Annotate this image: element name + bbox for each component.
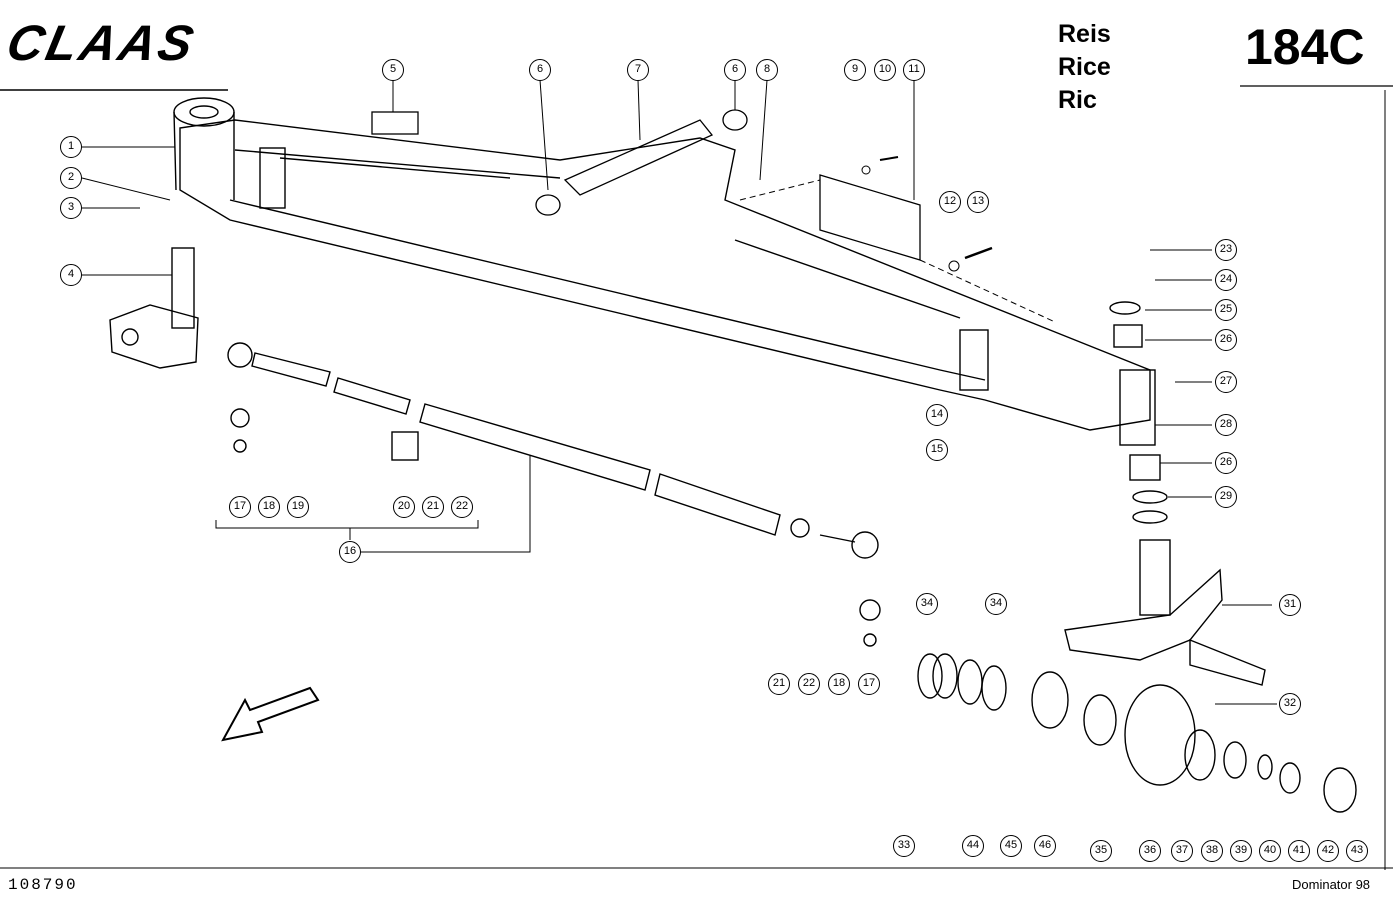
part-callout: 3 [60, 197, 82, 219]
part-callout: 15 [926, 439, 948, 461]
brand-logo: CLAAS [2, 15, 202, 71]
part-callout: 38 [1201, 840, 1223, 862]
part-callout: 1 [60, 136, 82, 158]
mounting-plate-part [819, 174, 921, 261]
part-callout: 25 [1215, 299, 1237, 321]
part-callout: 37 [1171, 840, 1193, 862]
part-callout: 26 [1215, 329, 1237, 351]
part-callout: 45 [1000, 835, 1022, 857]
model-name: Dominator 98 [1292, 877, 1371, 892]
part-callout: 2 [60, 167, 82, 189]
part-callout: 17 [858, 673, 880, 695]
page-code: 184C [1245, 19, 1365, 75]
part-callout: 40 [1259, 840, 1281, 862]
part-callout: 22 [798, 673, 820, 695]
leader-lines [81, 79, 1277, 705]
part-callout: 42 [1317, 840, 1339, 862]
part-callout: 18 [258, 496, 280, 518]
part-callout: 8 [756, 59, 778, 81]
part-callout: 19 [287, 496, 309, 518]
drawing-number: 108790 [8, 876, 78, 894]
part-callout: 6 [529, 59, 551, 81]
axle-beam [179, 119, 1151, 431]
plate-part [371, 111, 419, 135]
part-callout: 28 [1215, 414, 1237, 436]
part-callout: 27 [1215, 371, 1237, 393]
part-callout: 23 [1215, 239, 1237, 261]
part-callout: 24 [1215, 269, 1237, 291]
tie-rod-assembly [227, 342, 881, 647]
part-callout: 4 [60, 264, 82, 286]
part-callout: 29 [1215, 486, 1237, 508]
part-callout: 22 [451, 496, 473, 518]
part-callout: 26 [1215, 452, 1237, 474]
part-callout: 43 [1346, 840, 1368, 862]
part-callout: 7 [627, 59, 649, 81]
cross-tube-part [563, 119, 714, 196]
part-callout: 34 [916, 593, 938, 615]
part-callout: 13 [967, 191, 989, 213]
part-callout: 17 [229, 496, 251, 518]
left-steering-knuckle [109, 247, 199, 369]
part-callout: 32 [1279, 693, 1301, 715]
part-callout: 18 [828, 673, 850, 695]
bushing-part [535, 194, 561, 216]
front-direction-arrow [221, 686, 320, 742]
part-callout: 12 [939, 191, 961, 213]
part-callout: 35 [1090, 840, 1112, 862]
part-callout: 9 [844, 59, 866, 81]
bushing-part [722, 109, 748, 131]
part-callout: 39 [1230, 840, 1252, 862]
language-label-french: Ric [1058, 86, 1097, 114]
part-callout: 20 [393, 496, 415, 518]
language-label-german: Reis [1058, 20, 1111, 48]
part-callout: 41 [1288, 840, 1310, 862]
right-wheel-assembly [917, 301, 1357, 813]
part-callout: 34 [985, 593, 1007, 615]
part-callout: 10 [874, 59, 896, 81]
part-callout: 16 [339, 541, 361, 563]
left-pivot-boss [173, 97, 235, 200]
part-callout: 21 [768, 673, 790, 695]
language-label-english: Rice [1058, 53, 1111, 81]
part-callout: 11 [903, 59, 925, 81]
part-callout: 46 [1034, 835, 1056, 857]
part-callout: 31 [1279, 594, 1301, 616]
part-callout: 14 [926, 404, 948, 426]
part-callout: 36 [1139, 840, 1161, 862]
part-callout: 6 [724, 59, 746, 81]
part-callout: 33 [893, 835, 915, 857]
part-callout: 44 [962, 835, 984, 857]
part-callout: 21 [422, 496, 444, 518]
part-callout: 5 [382, 59, 404, 81]
